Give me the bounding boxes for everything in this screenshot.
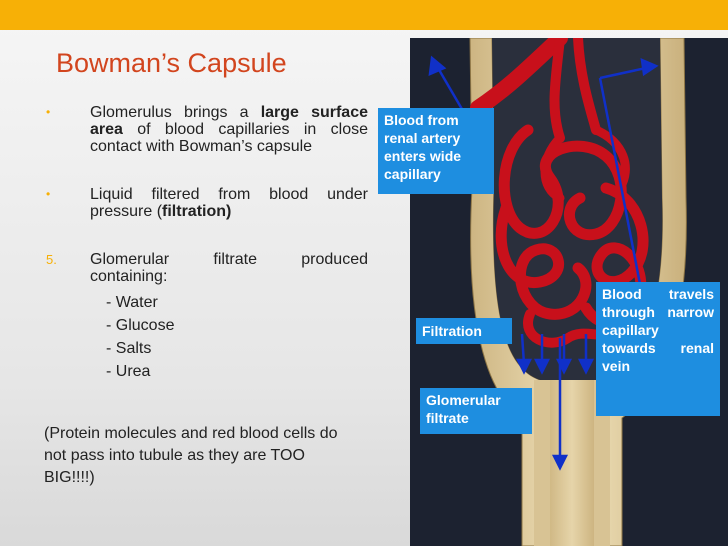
bullet-marker: • (46, 187, 51, 201)
bullet-text: Glomerulus brings a (90, 104, 261, 121)
arrow-head (640, 57, 659, 77)
bullet-text: Glomerular filtrate produced containing: (90, 251, 368, 285)
bullet-emphasis: filtration) (162, 203, 232, 220)
list-item: - Salts (106, 340, 152, 357)
arrow-head (428, 55, 447, 77)
protein-note: (Protein molecules and red blood cells d… (44, 425, 338, 486)
accent-bar (0, 0, 728, 30)
bullet-list: • Glomerulus brings a large surface area… (46, 104, 368, 383)
bullet-item: 5. Glomerular filtrate produced containi… (46, 251, 368, 285)
label-blood-from-artery: Blood from renal artery enters wide capi… (378, 108, 494, 194)
arrow-head (551, 454, 569, 471)
slide-title: Bowman’s Capsule (56, 48, 287, 78)
list-item: - Urea (106, 363, 151, 380)
bullet-marker: 5. (46, 252, 57, 267)
bullet-item: • Glomerulus brings a large surface area… (46, 104, 368, 155)
arrow-head (515, 358, 533, 375)
label-filtration: Filtration (416, 318, 512, 344)
bullet-item: • Liquid filtered from blood under press… (46, 186, 368, 220)
bullet-marker: • (46, 105, 51, 119)
bullet-emphasis: large surface area (90, 104, 369, 138)
bullet-text: of blood capillaries in close contact wi… (90, 121, 368, 155)
list-item: - Glucose (106, 317, 175, 334)
list-item: - Water (106, 294, 158, 311)
label-glomerular-filtrate: Glomerular filtrate (420, 388, 532, 434)
arrow-head (577, 358, 595, 375)
arrow-head (533, 358, 551, 375)
bullet-text: Liquid filtered from blood under pressur… (90, 186, 368, 220)
filtrate-contents-list: - Water - Glucose - Salts - Urea (46, 291, 368, 383)
label-blood-travels: Blood travels through narrow capillary t… (596, 282, 720, 416)
